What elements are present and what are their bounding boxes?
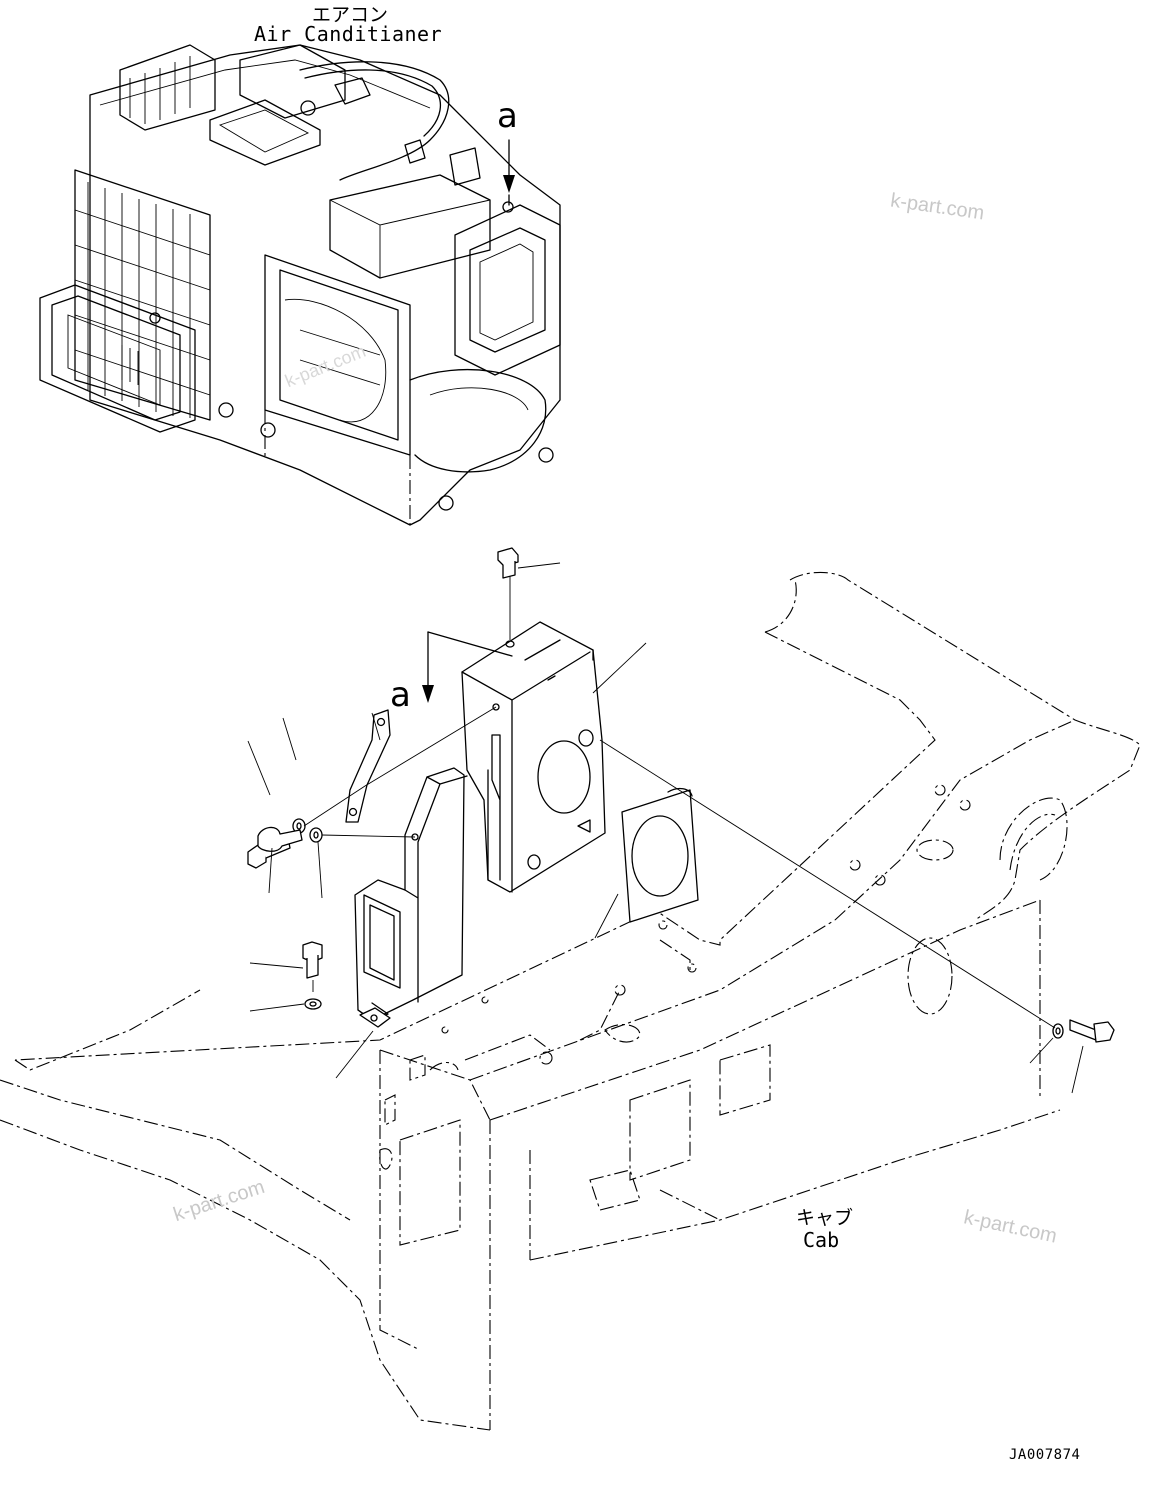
air-conditioner-label: Air Canditianer: [254, 22, 443, 46]
bolt-left-3: [302, 941, 323, 979]
leader-lines: [247, 562, 1084, 1094]
air-conditioner-unit: [39, 44, 561, 526]
bolt-right: [1069, 1019, 1115, 1043]
washer-left-3: [304, 998, 322, 1010]
small-bracket: [345, 709, 391, 823]
washer-right: [1052, 1023, 1064, 1039]
gasket: [621, 787, 699, 923]
detail-a-arrow-bottom: [422, 631, 513, 703]
cab-label: Cab: [803, 1228, 840, 1252]
cab-frame: [0, 571, 1141, 1431]
detail-a-label-bottom: a: [390, 675, 411, 715]
cab-label-jp: キャブ: [796, 1207, 854, 1229]
washer-left-1: [292, 818, 306, 834]
washer-left-2: [309, 827, 323, 843]
bolt-top: [497, 547, 519, 579]
detail-a-arrow-top: [503, 139, 515, 206]
drawing-code: JA007874: [1009, 1447, 1081, 1463]
bolt-left-2: [257, 826, 303, 852]
bracket-cover: [461, 621, 606, 893]
detail-a-label-top: a: [497, 96, 518, 136]
air-conditioner-label-jp: エアコン: [312, 4, 389, 26]
duct-part: [354, 767, 468, 1028]
